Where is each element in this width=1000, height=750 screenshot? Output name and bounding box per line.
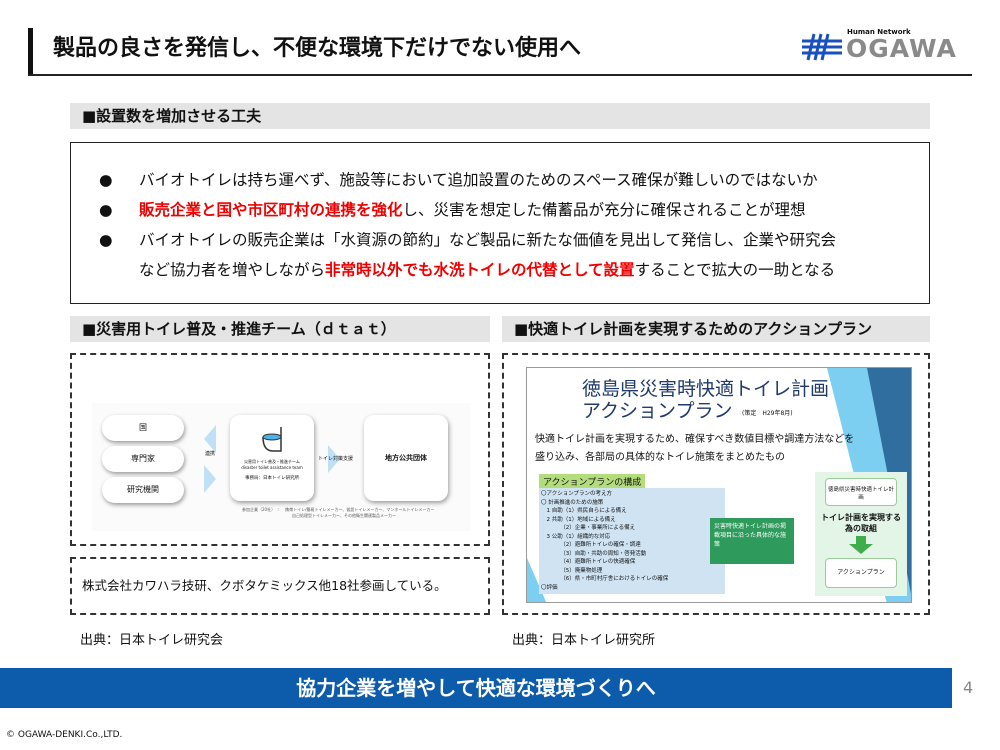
flow-box-top: 徳島県災害時快適トイレ計画 [825,478,897,506]
page-title: 製品の良さを発信し、不便な環境下だけでない使用へ [28,28,581,74]
arrow-support-icon [328,445,340,473]
slide-desc2: 盛り込み、各部局の具体的なトイレ施策をまとめたもの [535,452,785,463]
structure-heading: アクションプランの構成 [539,474,646,489]
ogawa-logo: Human Network OGAWA [800,28,975,64]
bullet-item: など協力者を増やしながら非常時以外でも水洗トイレの代替として設置することで拡大の… [99,255,929,285]
bullet-icon [99,255,139,285]
target-card: 地方公共団体 [364,415,448,501]
slide-desc1: 快適トイレ計画を実現するため、確保すべき数値目標や調達方法などを [535,434,855,445]
member-national: 国 [102,415,184,441]
bullet-text-part: することで拡大の一助となる [634,261,836,279]
right-source: 出典：日本トイレ研究所 [512,633,656,648]
structure-item: 2 共助（1）地域による備え [541,516,616,523]
slide-title1: 徳島県災害時快適トイレ計画 [582,378,830,400]
team-office: 事務局：日本トイレ研究所 [245,476,299,481]
bullet-item: ● バイオトイレは持ち運べず、施設等において追加設置のためのスペース確保が難しいの… [99,165,929,195]
participants: 参加企業（20社） ： 携帯トイレ/簡易トイレメーカー、仮設トイレメーカー、マン… [242,507,435,518]
bullet-text-part: など協力者を増やしながら [139,261,326,279]
left-source: 出典：日本トイレ研究会 [80,633,224,648]
copyright-footer: © OGAWA-DENKI.Co.,LTD. [6,730,123,740]
structure-list: 〇アクションプランの考え方〇 計画推進のための施策 1 自助（1）県民自らによる… [539,488,725,594]
arrow-right-icon [204,465,216,493]
conclusion-banner: 協力企業を増やして快適な環境づくりへ [0,668,952,708]
structure-item: 3 公助（1）組織的な対応 [541,533,611,540]
structure-item: （3）自助・共助の周知・啓発活動 [541,550,647,557]
link-label: 連携 [205,451,216,457]
bullet-text: バイオトイレは持ち運べず、施設等において追加設置のためのスペース確保が難しいので… [139,165,818,195]
member-research: 研究機関 [102,477,184,503]
participants-line2: 自己処理型トイレメーカー、その他衛生関連製品メーカー [292,513,396,518]
member-experts: 専門家 [102,446,184,472]
structure-item: （6）県・市町村庁舎におけるトイレの確保 [541,576,669,582]
action-plan-slide: 徳島県災害時快適トイレ計画 アクションプラン (策定 H29年8月) 快適トイレ… [526,367,912,603]
page-number: 4 [963,678,974,697]
structure-item: （2）企業・事業所による備え [541,525,636,531]
participants-label: 参加企業（20社） [242,507,274,512]
logo-tagline: Human Network [847,28,911,36]
bullet-icon: ● [99,201,113,219]
bullet-item: ● バイオトイレの販売企業は「水資源の節約」など製品に新たな価値を見出して発信し、… [99,225,929,255]
structure-item: 〇 計画推進のための施策 [541,499,604,506]
section-heading-dtat: ■災害用トイレ普及・推進チーム（ｄｔａｔ） [70,316,490,342]
emphasis-text: 販売企業と国や市区町村の連携を強化 [139,201,403,219]
bullet-item: ● 販売企業と国や市区町村の連携を強化し、災害を想定した備蓄品が充分に確保されるこ… [99,195,929,225]
bullet-text-part: バイオトイレは持ち運べず、施設等において追加設置のためのスペース確保が難しいので… [139,171,818,189]
bullet-icon: ● [99,171,113,189]
team-name-en: disaster toilet assistance team [241,465,303,470]
logo-name: OGAWA [846,34,957,63]
title-divider [28,74,972,76]
slide-title2: アクションプラン [582,400,733,422]
dtat-diagram: 国 専門家 研究機関 連携 災害用トイレ普及・推進チーム disaster to… [92,403,470,531]
bullet-text-part: し、災害を想定した備蓄品が充分に確保されることが理想 [402,201,806,219]
bullet-text-part: バイオトイレの販売企業は「水資源の節約」など製品に新たな価値を見出して発信し、企… [139,231,837,249]
points-box: ● バイオトイレは持ち運べず、施設等において追加設置のためのスペース確保が難しいの… [70,142,930,304]
team-card: 災害用トイレ普及・推進チーム disaster toilet assistanc… [230,415,314,501]
structure-item: （5）廃棄物処理 [541,567,603,574]
bullet-text: 販売企業と国や市区町村の連携を強化し、災害を想定した備蓄品が充分に確保されること… [139,195,806,225]
emphasis-text: 非常時以外でも水洗トイレの代替として設置 [325,261,635,279]
structure-item: 〇アクションプランの考え方 [541,491,613,497]
companies-note: 株式会社カワハラ技研、クボタケミックス他18社参画している。 [70,557,490,615]
flow-middle: トイレ計画を実現する為の取組 [821,513,901,533]
flow-box-bottom: アクションプラン [825,558,897,588]
bullet-text: など協力者を増やしながら非常時以外でも水洗トイレの代替として設置することで拡大の… [139,255,835,285]
section-heading-install: ■設置数を増加させる工夫 [70,103,930,129]
arrow-down-icon [849,536,873,554]
logo-mark-icon [802,33,842,61]
toilet-cup-icon [262,427,282,452]
arrow-left-icon [204,425,216,453]
team-name-jp: 災害用トイレ普及・推進チーム [244,459,300,464]
callout: 災害時快適トイレ計画の掲載項目に沿った具体的な施策 [710,518,794,564]
slide-date: (策定 H29年8月) [742,410,793,417]
action-plan-box: 徳島県災害時快適トイレ計画 アクションプラン (策定 H29年8月) 快適トイレ… [502,353,930,615]
structure-item: （2）避難所トイレの確保・調達 [541,542,641,548]
support-label: トイレ対策支援 [318,456,354,462]
structure-item: 〇評価 [541,584,558,591]
participants-line1: 携帯トイレ/簡易トイレメーカー、仮設トイレメーカー、マンホールトイレメーカー [285,507,435,512]
bullet-text: バイオトイレの販売企業は「水資源の節約」など製品に新たな価値を見出して発信し、企… [139,225,836,255]
dtat-diagram-box: 国 専門家 研究機関 連携 災害用トイレ普及・推進チーム disaster to… [70,353,490,546]
bullet-icon: ● [99,231,113,249]
structure-item: 1 自助（1）県民自らによる備え [541,508,627,514]
flow-panel: 徳島県災害時快適トイレ計画 トイレ計画を実現する為の取組 アクションプラン [815,472,907,596]
structure-item: （4）避難所トイレの快適確保 [541,559,636,565]
section-heading-action-plan: ■快適トイレ計画を実現するためのアクションプラン [502,316,930,342]
